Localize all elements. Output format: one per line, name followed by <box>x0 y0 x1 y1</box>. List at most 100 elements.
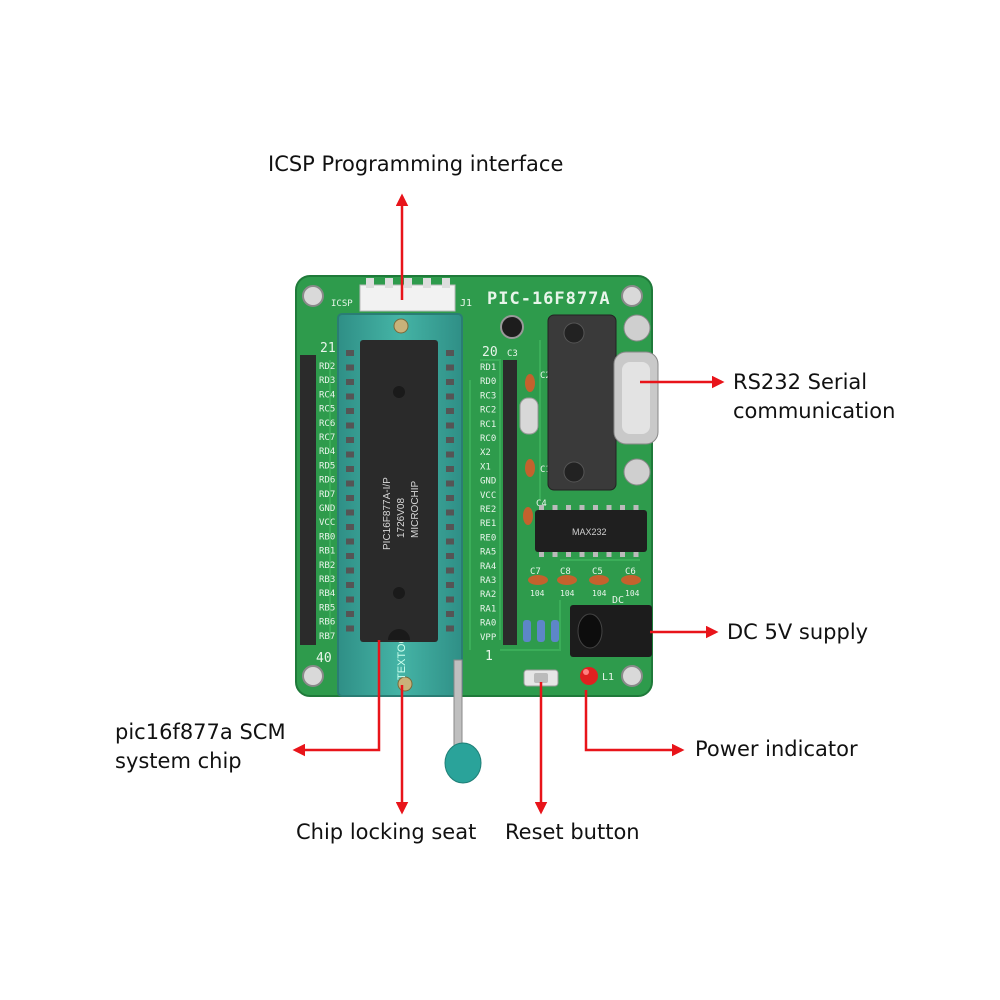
cap-c5: C5 <box>592 567 603 577</box>
chip-text-1: PIC16F877A-I/P <box>382 477 393 550</box>
cap-value-4: 104 <box>625 589 640 598</box>
socket-contact <box>346 480 354 487</box>
socket-contact <box>446 466 454 472</box>
ic-pin <box>593 505 598 510</box>
cap-c8: C8 <box>560 567 571 577</box>
socket-contact <box>446 567 454 574</box>
left-pin-label: RB1 <box>319 547 335 557</box>
socket-contact <box>346 451 354 458</box>
socket-contact <box>346 596 354 603</box>
right-pin-label: RA1 <box>480 604 496 614</box>
right-pin-labels: RD1RD0RC3RC2RC1RC0X2X1GNDVCCRE2RE1RE0RA5… <box>480 363 497 643</box>
left-pin-label: RC6 <box>319 419 335 429</box>
right-pin-label: VPP <box>480 633 497 643</box>
right-pin-label: RC1 <box>480 420 496 430</box>
ic-pin <box>539 552 544 557</box>
right-pin-label: RA3 <box>480 576 496 586</box>
right-pin-label: VCC <box>480 491 496 501</box>
icsp-silk: ICSP <box>331 299 353 309</box>
cap-value-1: 104 <box>530 589 545 598</box>
right-pin-label: RA5 <box>480 548 496 558</box>
cap-c6: C6 <box>625 567 636 577</box>
right-top-num: 20 <box>482 345 498 360</box>
left-pin-label: RD7 <box>319 490 335 500</box>
right-pin-label: RA4 <box>480 562 496 572</box>
right-pin-label: RC3 <box>480 391 496 401</box>
cap-value-2: 104 <box>560 589 575 598</box>
right-pin-label: RE1 <box>480 519 496 529</box>
right-pin-label: GND <box>480 477 496 487</box>
left-pin-label: RC4 <box>319 390 335 400</box>
cap-c2: C2 <box>540 371 551 381</box>
left-pin-label: RD5 <box>319 461 335 471</box>
socket-contact <box>446 379 454 385</box>
socket-contact <box>346 364 354 371</box>
left-pin-label: RD4 <box>319 447 335 457</box>
left-pin-label: RD3 <box>319 376 335 386</box>
right-pin-label: RE0 <box>480 533 496 543</box>
left-pin-label: RB6 <box>319 618 335 628</box>
ic-pin <box>633 505 639 510</box>
ic-text: MAX232 <box>572 527 607 537</box>
left-pin-label: GND <box>319 504 335 514</box>
db9-connector <box>547 314 659 491</box>
socket-contact <box>346 422 354 429</box>
left-pin-label: RC7 <box>319 433 335 443</box>
ic-pin <box>606 552 612 557</box>
left-pin-label: RB2 <box>319 561 335 571</box>
cap-c4: C4 <box>536 499 547 509</box>
socket-contact <box>446 596 454 603</box>
board-title: PIC-16F877A <box>487 289 611 309</box>
ic-pin <box>620 552 625 557</box>
socket-contact <box>446 437 454 443</box>
right-pin-label: RE2 <box>480 505 496 515</box>
socket-contact <box>346 466 354 472</box>
socket-contact <box>446 350 454 356</box>
socket-contact <box>346 393 354 400</box>
callout-icsp: ICSP Programming interface <box>268 152 564 176</box>
socket-contact <box>346 509 354 516</box>
socket-contact <box>346 625 354 632</box>
left-pin-label: RC5 <box>319 405 335 415</box>
left-pin-label: RB3 <box>319 575 335 585</box>
cap-c1: C1 <box>540 465 551 475</box>
socket-contact <box>346 379 354 385</box>
socket-contact <box>346 495 354 501</box>
left-pin-label: RD6 <box>319 476 335 486</box>
cap-c3: C3 <box>507 349 518 359</box>
l1-silk: L1 <box>602 672 614 683</box>
ic-pin <box>579 552 585 557</box>
arrow-power <box>584 690 685 757</box>
socket-contact <box>446 480 454 487</box>
socket-contact <box>346 524 354 530</box>
ic-pin <box>566 552 571 557</box>
cap-c7: C7 <box>530 567 541 577</box>
left-pin-label: RB0 <box>319 532 335 542</box>
dc-silk: DC <box>612 595 624 606</box>
callout-system-chip: pic16f877a SCM system chip <box>115 720 286 773</box>
right-pin-label: RC0 <box>480 434 496 444</box>
right-pin-label: RA0 <box>480 619 496 629</box>
left-pin-header <box>300 355 316 645</box>
right-pin-label: RA2 <box>480 590 496 600</box>
right-pin-label: RD0 <box>480 377 496 387</box>
ceramic-capacitors <box>523 374 641 585</box>
left-pin-label: RB5 <box>319 603 335 613</box>
ic-pin <box>620 505 625 510</box>
cap-value-3: 104 <box>592 589 607 598</box>
socket-contact <box>446 393 454 400</box>
callout-rs232: RS232 Serial communication <box>733 370 896 423</box>
power-led <box>580 667 598 685</box>
ic-pin <box>552 552 558 557</box>
dc-jack <box>570 605 652 657</box>
socket-contact <box>346 538 354 545</box>
socket-contact <box>446 582 454 588</box>
pic-chip <box>360 340 438 642</box>
socket-contact <box>446 625 454 632</box>
ic-pin <box>552 505 558 510</box>
left-pin-label: VCC <box>319 518 335 528</box>
socket-contact <box>446 495 454 501</box>
left-bottom-num: 40 <box>316 651 332 666</box>
socket-contact <box>346 611 354 617</box>
socket-contact <box>346 408 354 414</box>
